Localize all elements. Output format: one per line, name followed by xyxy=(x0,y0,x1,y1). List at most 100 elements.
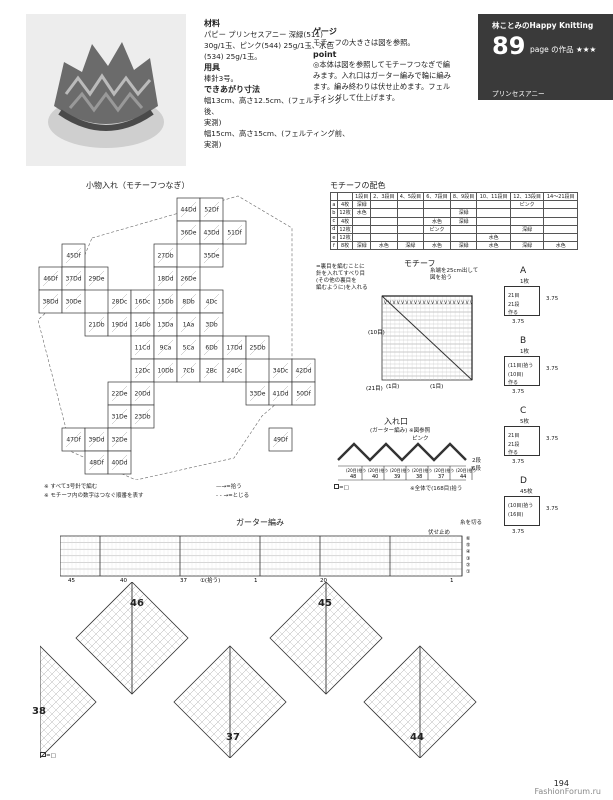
motif-cell: 46Df xyxy=(38,266,63,291)
variant-letter: C xyxy=(520,406,527,416)
motif-label: 37Dd xyxy=(65,276,81,283)
motif-cell: 4Dc xyxy=(199,289,224,314)
variant-width: 3.75 xyxy=(512,319,525,325)
motif-cell: 25Db xyxy=(245,335,270,360)
motif-label: 2Bc xyxy=(206,368,217,375)
bottom-motif-charts xyxy=(40,582,477,758)
opening-diagram: (20目)拾う48(20目)拾う40(20目)拾う39(20目)拾う38(20目… xyxy=(337,442,476,481)
garter-scale: 45 xyxy=(68,578,75,584)
color-table-cell: 水色 xyxy=(423,216,451,226)
color-table-cell xyxy=(543,224,578,234)
motif-cell: 35De xyxy=(199,243,224,268)
color-table-cell xyxy=(476,200,511,210)
chart-label: (21目) xyxy=(366,385,383,392)
stitch-symbol: V xyxy=(427,300,430,305)
diamond-motif-chart xyxy=(173,645,287,758)
motif-label: 21Db xyxy=(88,322,104,329)
motif-label: 24Dc xyxy=(227,368,243,375)
stitch-symbol: V xyxy=(457,300,460,305)
materials-line: 30g/1玉、ピンク(544) 25g/1玉、水色 xyxy=(204,41,334,50)
color-table-cell xyxy=(370,200,398,210)
motif-label: 44Dd xyxy=(180,207,196,214)
color-table-cell xyxy=(476,224,511,234)
variant-width: 3.75 xyxy=(512,529,525,535)
color-table-cell xyxy=(423,232,451,243)
series-header: 林ことみのHappy Knitting 89 page の作品 ★★★ プリンセ… xyxy=(478,14,613,100)
opening-count: (20目)拾う xyxy=(412,467,432,473)
motif-cell: 37Dd xyxy=(61,266,86,291)
stitch-symbol: V xyxy=(444,300,447,305)
motif-cell: 48Df xyxy=(84,450,109,475)
motif-cell: 42Dd xyxy=(291,358,316,383)
color-table-header-cell: 10、11段目 xyxy=(476,191,511,202)
diamond-motif-chart xyxy=(75,582,189,695)
color-table-header-cell xyxy=(330,191,338,202)
legend-seam: - - →=とじる xyxy=(216,491,249,499)
garter-scale: 40 xyxy=(120,578,127,584)
variant-note: 作る xyxy=(508,310,519,316)
garter-scale: 1 xyxy=(254,578,258,584)
chart-label: (1目) xyxy=(430,383,443,390)
color-table-cell: 12枚 xyxy=(336,224,354,234)
color-table-cell: 4枚 xyxy=(336,216,354,226)
motif-cell: 40Dd xyxy=(107,450,132,475)
motif-label: 41Dd xyxy=(272,391,288,398)
motif-label: 20Dd xyxy=(134,391,150,398)
color-table-header-cell: 4、5段目 xyxy=(396,191,425,202)
motif-note: (その他の裏目を xyxy=(316,278,357,284)
color-table-cell: ピンク xyxy=(423,224,451,234)
color-table-cell xyxy=(396,200,425,210)
motif-label: 43Dd xyxy=(203,230,219,237)
motif-label: 10Db xyxy=(157,368,173,375)
motif-label: 4Dc xyxy=(206,299,218,306)
point-line: ◎本体は図を参照してモチーフつなぎで編 xyxy=(313,60,451,69)
empty-square-icon xyxy=(334,484,339,489)
opening-count: (20目)拾う xyxy=(368,467,388,473)
motif-cell: 14Db xyxy=(130,312,155,337)
tools-text: 棒針3号。 xyxy=(204,74,238,83)
motif-cell: 20Dd xyxy=(130,381,155,406)
motif-cell: 52Df xyxy=(199,197,224,222)
tools-title: 用具 xyxy=(204,63,220,72)
bottom-motif-label: 44 xyxy=(410,732,424,743)
color-table-cell: 4枚 xyxy=(336,200,354,210)
stitch-symbol: V xyxy=(461,300,464,305)
motif-label: 7Cb xyxy=(183,368,195,375)
opening-count: (20目)拾う xyxy=(434,467,454,473)
color-table-cell xyxy=(543,200,578,210)
variant-box: (10目)拾う(16目) xyxy=(504,496,540,526)
color-table-cell xyxy=(509,216,545,226)
motif-cell: 47Df xyxy=(61,427,86,452)
motif-label: 42Dd xyxy=(295,368,311,375)
garter-scale: 37 xyxy=(180,578,187,584)
motif-cell: 34Dc xyxy=(268,358,293,383)
motif-label: 45Df xyxy=(66,253,81,260)
color-table-cell xyxy=(449,224,478,234)
finished-size-line: 幅13cm、高さ12.5cm、(フェルティング後、 xyxy=(204,96,342,116)
motif-cell: 45Df xyxy=(61,243,86,268)
motif-label: 27Db xyxy=(157,253,173,260)
garter-bind-off: 伏せ止め xyxy=(428,530,451,536)
opening-bottom-note: ※全体で(168目)拾う xyxy=(410,486,463,492)
empty-square-icon xyxy=(40,752,46,757)
diagram-note: ※ すべて3号針で編む xyxy=(44,484,98,490)
color-table-cell: 8枚 xyxy=(336,241,354,251)
color-table-cell: 水色 xyxy=(476,232,511,243)
variant-note: 作る xyxy=(508,380,519,386)
materials-block: 材料 パピー プリンセスアニー 深緑(511) 30g/1玉、ピンク(544) … xyxy=(204,18,354,150)
motif-cell: 30De xyxy=(61,289,86,314)
color-table-cell: 深緑 xyxy=(449,208,478,218)
motif-label: 11Cd xyxy=(135,345,151,352)
diagram-title: 小物入れ（モチーフつなぎ） xyxy=(86,181,190,190)
motif-label: 16Dc xyxy=(135,299,151,306)
color-table-cell: 水色 xyxy=(352,208,372,218)
color-table-header-cell: 14～21段目 xyxy=(543,191,578,202)
motif-label: 30De xyxy=(66,299,82,306)
color-table-cell xyxy=(423,200,451,210)
opening-bottom-marker: =□ xyxy=(334,484,349,491)
variant-height: 3.75 xyxy=(546,366,559,372)
motif-label: 19Dd xyxy=(111,322,127,329)
